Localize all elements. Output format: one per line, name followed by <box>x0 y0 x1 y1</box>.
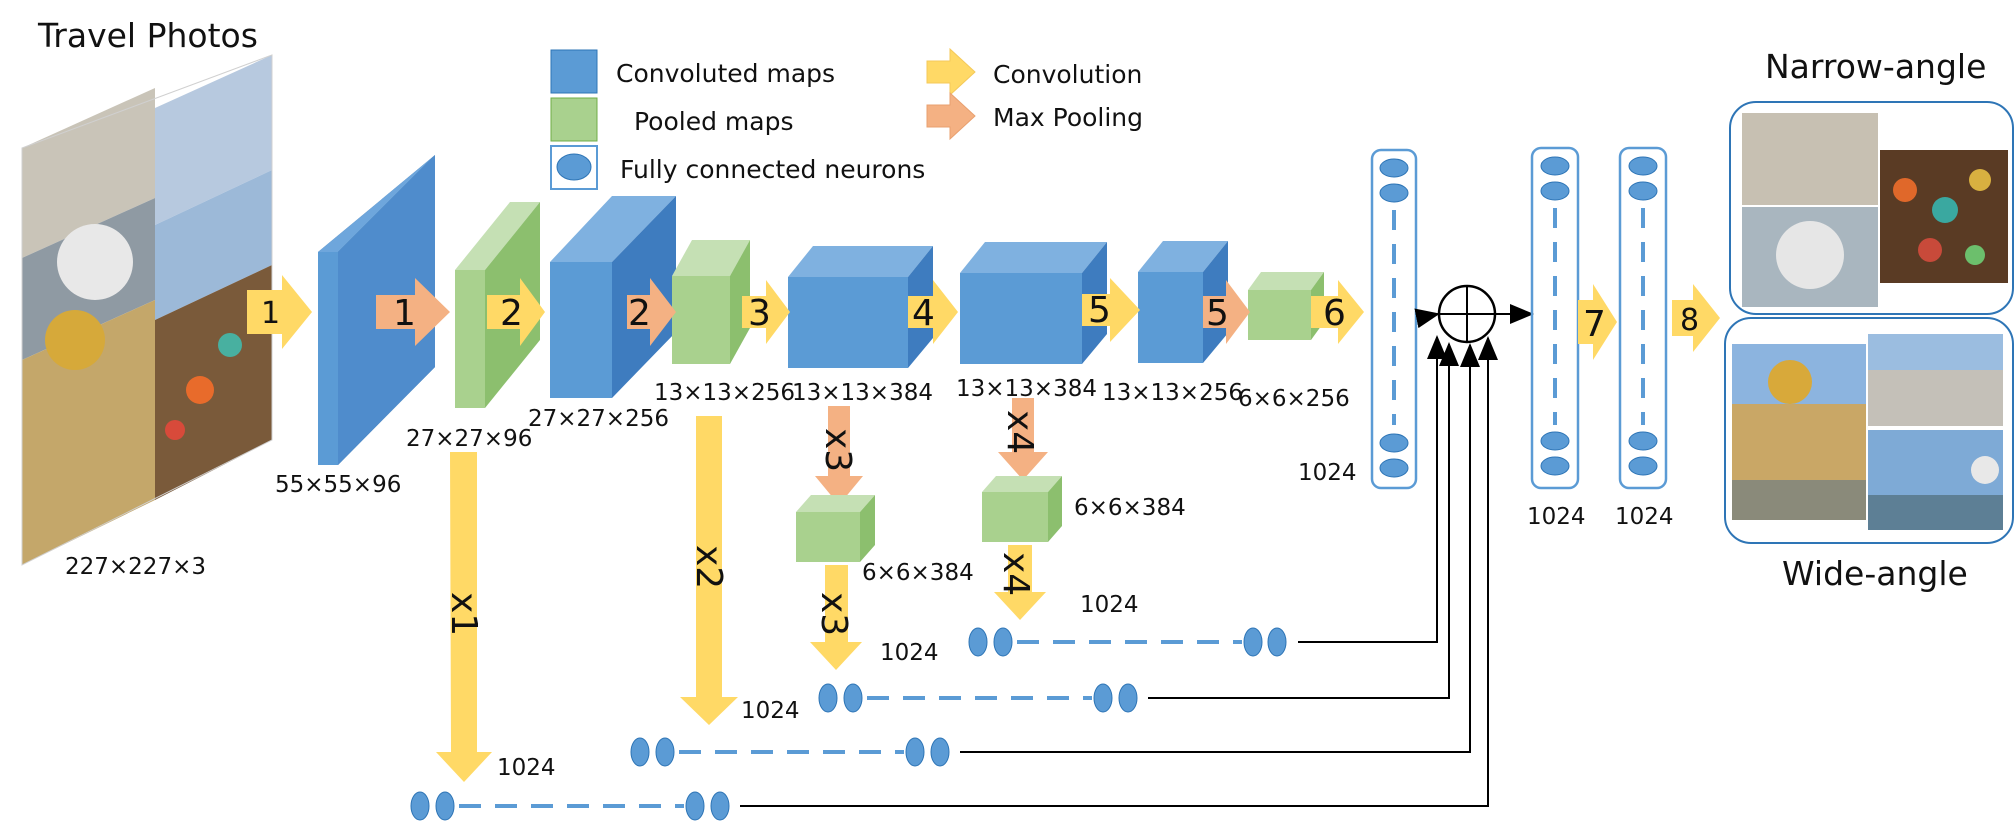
step-1a-label: 1 <box>261 296 280 331</box>
pool-arrow-1 <box>376 278 450 346</box>
pool1-dims: 27×27×96 <box>406 426 532 452</box>
branch-4-connector <box>1298 335 1447 643</box>
step-5b-label: 5 <box>1206 293 1229 334</box>
branch-x2-arrow <box>680 416 738 725</box>
branch-1-fc-row <box>410 791 730 821</box>
conv-arrow-2 <box>487 278 545 346</box>
branch-2-fc-row <box>630 737 950 767</box>
conv-arrow-6 <box>1311 280 1364 344</box>
fc7-layer <box>1530 146 1580 490</box>
travel-photo-collage <box>21 54 273 566</box>
branch-4-pool-block <box>982 476 1062 542</box>
conv3-dims: 13×13×384 <box>792 380 933 406</box>
branch-3-connector <box>1148 342 1459 699</box>
branch-x4-conv-arrow <box>994 545 1046 620</box>
step-2a-label: 2 <box>500 293 523 334</box>
pool5-dims: 6×6×256 <box>1238 386 1350 412</box>
branch-x3b-label: x3 <box>813 592 854 636</box>
legend-fc-neuron-icon <box>556 153 592 181</box>
fc8-dims: 1024 <box>1615 504 1674 530</box>
branch-x4-pool-arrow <box>998 398 1048 480</box>
legend-conv-label: Convoluted maps <box>616 59 835 88</box>
conv-arrow-4 <box>908 280 958 344</box>
input-title: Travel Photos <box>37 16 258 55</box>
legend-conv-swatch <box>550 49 598 94</box>
branch-3-dims: 1024 <box>880 640 939 666</box>
pool2-dims: 13×13×256 <box>654 380 795 406</box>
branch-2-connector <box>960 343 1480 753</box>
branch-3-pool-block <box>796 495 875 562</box>
conv2-dims: 27×27×256 <box>528 406 669 432</box>
pool5-block <box>1248 272 1324 340</box>
legend: Convoluted maps Pooled maps Fully connec… <box>550 47 1143 190</box>
branch-4-fc-row <box>968 627 1287 657</box>
legend-convolution-label: Convolution <box>993 60 1142 89</box>
wide-angle-title: Wide-angle <box>1782 554 1968 593</box>
branch-x3a-label: x3 <box>817 428 858 472</box>
branch-x2-label: x2 <box>688 545 729 589</box>
narrow-angle-panel <box>1729 101 2014 315</box>
legend-maxpool-label: Max Pooling <box>993 103 1143 132</box>
branch-x1-label: x1 <box>443 592 484 636</box>
branch-x4b-label: x4 <box>995 552 1036 596</box>
branch-4-pool-dims: 6×6×384 <box>1074 495 1186 521</box>
wide-angle-panel <box>1724 317 2014 544</box>
branch-2-dims: 1024 <box>741 698 800 724</box>
branch-x1-arrow <box>436 452 492 782</box>
conv4-block <box>960 242 1107 364</box>
input-dims: 227×227×3 <box>65 554 206 580</box>
fc6-dims: 1024 <box>1298 460 1357 486</box>
pool2-block <box>672 240 750 364</box>
fc6-to-concat-line <box>1414 308 1440 329</box>
step-7-label: 7 <box>1583 304 1606 345</box>
fc8-layer <box>1618 146 1668 490</box>
conv3-block <box>788 246 933 368</box>
branch-4-dims: 1024 <box>1080 592 1139 618</box>
conv-arrow-3 <box>742 280 790 344</box>
concat-node <box>1437 284 1497 344</box>
legend-pool-arrow <box>926 91 976 141</box>
branch-x3-pool-arrow <box>815 406 863 505</box>
step-5a-label: 5 <box>1088 290 1111 331</box>
step-4-label: 4 <box>912 293 935 334</box>
fc6-layer <box>1370 148 1418 490</box>
fc7-dims: 1024 <box>1527 504 1586 530</box>
conv5-block <box>1138 241 1228 363</box>
narrow-angle-title: Narrow-angle <box>1765 47 1986 86</box>
step-6-label: 6 <box>1323 293 1346 334</box>
legend-fc-label: Fully connected neurons <box>620 155 925 184</box>
branch-x4a-label: x4 <box>999 410 1040 454</box>
pool-arrow-2 <box>627 278 676 346</box>
branch-3-pool-dims: 6×6×384 <box>862 560 974 586</box>
conv4-dims: 13×13×384 <box>956 376 1097 402</box>
step-8-label: 8 <box>1680 303 1699 338</box>
conv-arrow-5 <box>1082 278 1140 342</box>
conv-arrow-7 <box>1578 284 1617 360</box>
branch-3-fc-row <box>818 683 1138 713</box>
branch-1-dims: 1024 <box>497 755 556 781</box>
step-1b-label: 1 <box>393 293 416 334</box>
legend-conv-arrow <box>926 47 976 97</box>
legend-pool-label: Pooled maps <box>634 107 794 136</box>
conv1-dims: 55×55×96 <box>275 472 401 498</box>
step-2b-label: 2 <box>628 293 651 334</box>
branch-x3-conv-arrow <box>810 565 862 670</box>
conv5-dims: 13×13×256 <box>1102 380 1243 406</box>
legend-pool-swatch <box>550 97 598 142</box>
branch-1-connector <box>740 336 1498 807</box>
conv-arrow-8 <box>1672 284 1720 352</box>
conv-arrow-1 <box>247 275 312 349</box>
pool-arrow-5 <box>1203 280 1250 344</box>
step-3-label: 3 <box>748 293 771 334</box>
